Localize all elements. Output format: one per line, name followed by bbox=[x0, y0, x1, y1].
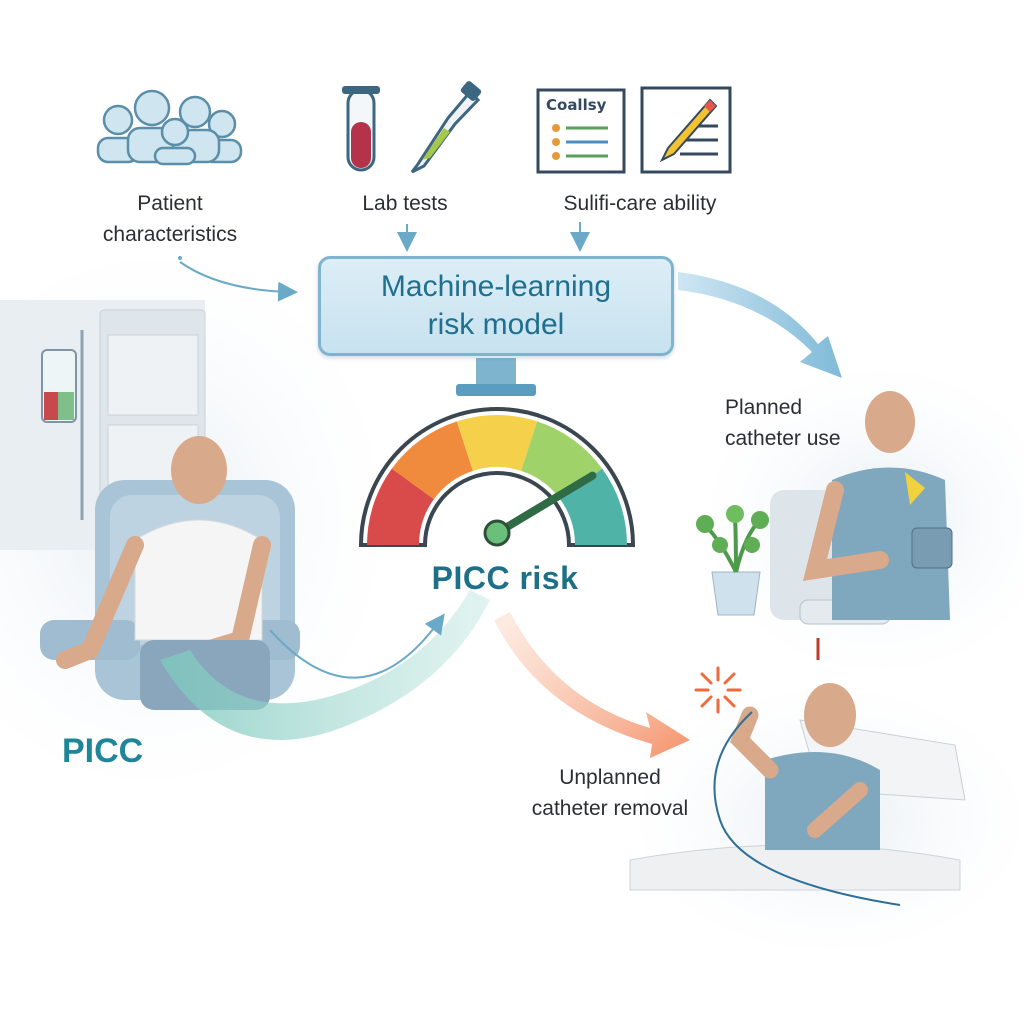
people-group-icon bbox=[96, 89, 243, 166]
planned-use-scene bbox=[696, 370, 1024, 670]
picc-risk-label: PICC risk bbox=[431, 560, 579, 596]
input-arrows bbox=[179, 222, 590, 302]
arrow-to-unplanned bbox=[494, 612, 690, 758]
alert-burst-icon bbox=[694, 666, 742, 714]
plant-icon bbox=[696, 505, 769, 616]
lying-patient bbox=[713, 683, 901, 906]
arrow-to-planned bbox=[678, 272, 842, 378]
gauge-segment bbox=[391, 421, 473, 500]
dropper-icon bbox=[410, 81, 482, 174]
planned-line2: catheter use bbox=[725, 427, 841, 450]
checklist-title: Coallsy bbox=[546, 96, 607, 114]
patient-label-line2: characteristics bbox=[102, 223, 238, 246]
gauge-segment bbox=[367, 468, 434, 545]
pencil-notes-icon bbox=[640, 86, 732, 174]
patient-label-line1: Patient bbox=[137, 192, 203, 215]
monitor-icon bbox=[456, 358, 536, 396]
arrow-picc-to-risk bbox=[160, 590, 490, 740]
unplanned-removal-scene bbox=[629, 666, 1020, 950]
gauge-hub bbox=[483, 519, 511, 547]
picc-patient-scene bbox=[0, 260, 380, 780]
self-care-ability-label: Sulifi-care ability bbox=[563, 192, 717, 215]
lab-tests-label: Lab tests bbox=[362, 192, 448, 215]
planned-catheter-use-label: Planned catheter use bbox=[725, 392, 865, 454]
unplanned-removal-label: Unplanned catheter removal bbox=[505, 762, 715, 824]
gauge-needle bbox=[493, 471, 597, 537]
risk-gauge bbox=[358, 407, 636, 547]
model-title-line1: Machine-learning bbox=[380, 270, 612, 303]
gauge-segment bbox=[456, 415, 538, 471]
picc-label: PICC bbox=[62, 732, 144, 770]
iv-bag-icon bbox=[41, 330, 84, 520]
checklist-icon bbox=[536, 88, 626, 174]
connector-dot bbox=[178, 256, 182, 260]
standing-patient bbox=[802, 391, 953, 620]
ml-risk-model-box: Machine-learning risk model bbox=[318, 256, 674, 356]
unplanned-line2: catheter removal bbox=[531, 797, 689, 820]
unplanned-line1: Unplanned bbox=[559, 766, 661, 789]
planned-line1: Planned bbox=[725, 396, 803, 419]
patient-characteristics-label: Patient characteristics bbox=[80, 188, 260, 250]
test-tube-icon bbox=[342, 86, 380, 172]
seated-patient bbox=[56, 436, 271, 710]
model-title-line2: risk model bbox=[427, 308, 565, 341]
